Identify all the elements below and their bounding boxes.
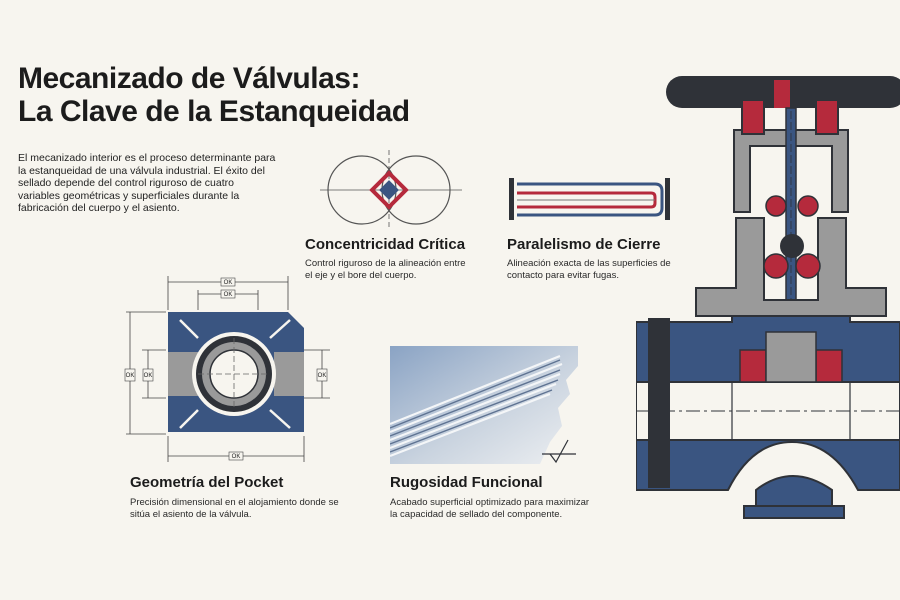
dim-label-left-outer: OK (126, 373, 135, 379)
seat-diamond (369, 170, 409, 210)
dim-label-left-inner: OK (144, 373, 153, 379)
parallelism-text: Alineación exacta de las superficies de … (507, 258, 671, 281)
page-title: Mecanizado de Válvulas: La Clave de la E… (18, 62, 410, 128)
dim-label-right: OK (318, 373, 327, 379)
dim-label-bottom: OK (232, 454, 241, 460)
roughness-text: Acabado superficial optimizado para maxi… (390, 497, 590, 520)
roughness-diagram (390, 346, 578, 464)
pocket-title: Geometría del Pocket (130, 474, 284, 491)
bonnet (695, 217, 887, 317)
seat-left (739, 349, 767, 383)
title-line-2: La Clave de la Estanqueidad (18, 95, 410, 128)
right-port (274, 352, 304, 396)
roughness-title: Rugosidad Funcional (390, 474, 543, 491)
left-flange (648, 318, 670, 488)
intro-paragraph: El mecanizado interior es el proceso det… (18, 152, 276, 214)
pocket-text: Precisión dimensional en el alojamiento … (130, 497, 339, 520)
parallelism-title: Paralelismo de Cierre (507, 236, 661, 253)
dim-label-top-outer: OK (224, 280, 233, 286)
dim-label-top-inner: OK (224, 292, 233, 298)
yoke (733, 129, 849, 213)
title-line-1: Mecanizado de Válvulas: (18, 62, 360, 95)
shaft-square (379, 180, 399, 200)
disc (765, 331, 817, 383)
concentricity-title: Concentricidad Crítica (305, 236, 466, 253)
seat-right (815, 349, 843, 383)
left-flange-bar (509, 178, 514, 220)
pocket-diagram: OK OK OK OK OK OK (124, 276, 330, 462)
roughness-symbol (542, 439, 576, 464)
outer-seal-line (517, 182, 664, 217)
concentricity-text: Control riguroso de la alineación entre … (305, 258, 466, 281)
concentricity-diagram (320, 150, 462, 230)
valve-cross-section (636, 76, 900, 519)
right-flange-bar (665, 178, 670, 220)
parallelism-diagram (509, 178, 670, 220)
